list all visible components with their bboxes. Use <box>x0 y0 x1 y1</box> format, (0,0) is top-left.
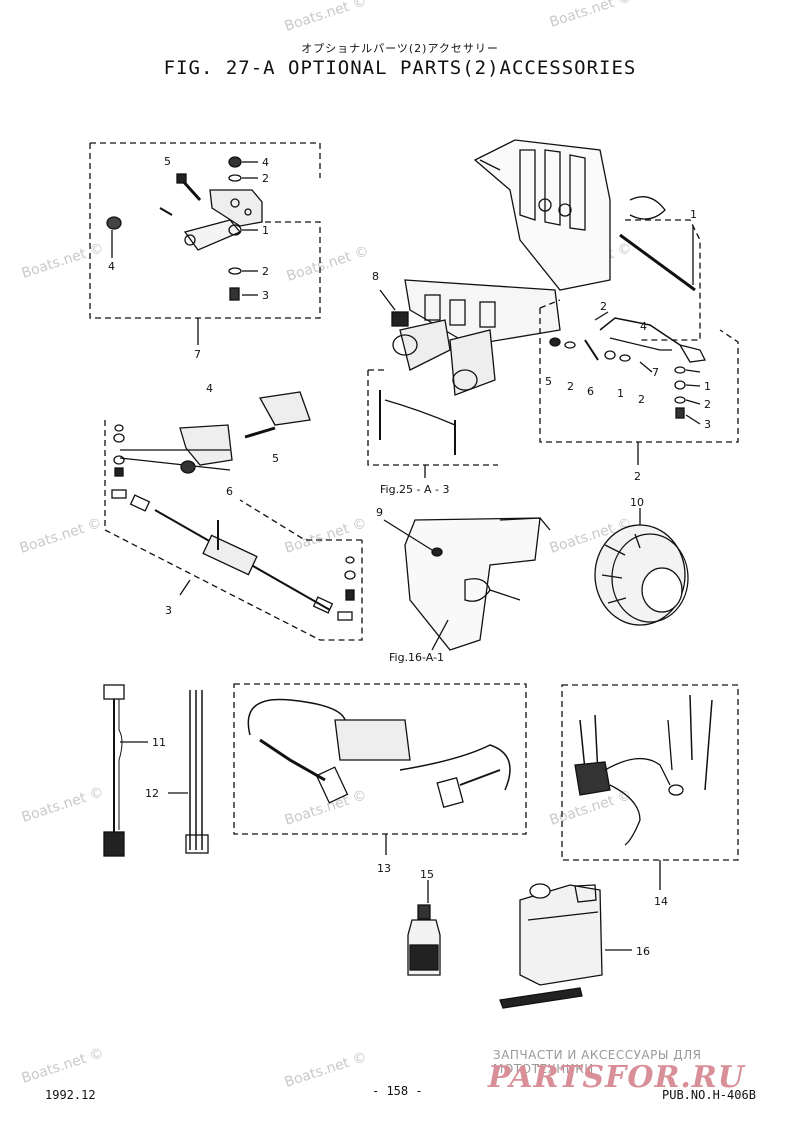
callout-2: 2 <box>262 172 269 185</box>
group-3-box <box>104 420 363 641</box>
callout-5: 5 <box>164 155 171 168</box>
callout-1: 1 <box>617 387 624 400</box>
callout-4: 4 <box>108 260 115 273</box>
page-title-japanese: オプショナルパーツ(2)アクセサリー <box>301 42 499 55</box>
item-16-jug <box>499 883 603 1009</box>
callout-16: 16 <box>636 945 650 958</box>
callout-2: 2 <box>634 470 641 483</box>
callout-6: 6 <box>587 385 594 398</box>
callout-10: 10 <box>630 496 644 509</box>
partsfor-logo: PARTSFOR.RU <box>488 1060 745 1095</box>
callout-3: 3 <box>704 418 711 431</box>
reference-fig25: Fig.25 - A - 3 <box>380 483 450 496</box>
callout-12: 12 <box>145 787 159 800</box>
callout-2: 2 <box>638 393 645 406</box>
callout-3: 3 <box>262 289 269 302</box>
callout-1: 1 <box>262 224 269 237</box>
callout-4: 4 <box>640 320 647 333</box>
item-11-harness <box>103 684 148 857</box>
callout-8: 8 <box>372 270 379 283</box>
item-15-bottle <box>407 904 441 976</box>
callout-5: 5 <box>272 452 279 465</box>
callout-1: 1 <box>690 208 697 221</box>
callout-4: 4 <box>206 382 213 395</box>
footer-date: 1992.12 <box>45 1088 96 1102</box>
callout-1: 1 <box>704 380 711 393</box>
group-7-box <box>89 142 321 319</box>
reference-fig16: Fig.16-A-1 <box>389 651 445 664</box>
callout-labels: 5 4 2 1 2 3 4 7 1 8 2 4 5 2 6 1 2 7 1 2 … <box>108 155 711 958</box>
callout-13: 13 <box>377 862 391 875</box>
callout-2: 2 <box>600 300 607 313</box>
callout-2: 2 <box>567 380 574 393</box>
item-12-harness <box>168 690 209 854</box>
group-14-box <box>561 684 739 861</box>
callout-2: 2 <box>262 265 269 278</box>
footer-pub-number: PUB.NO.H-406B <box>662 1088 756 1102</box>
group-13-box <box>233 683 527 835</box>
callout-9: 9 <box>376 506 383 519</box>
callout-7: 7 <box>652 366 659 379</box>
callout-3: 3 <box>165 604 172 617</box>
callout-15: 15 <box>420 868 434 881</box>
callout-2: 2 <box>704 398 711 411</box>
item-10-hub <box>594 524 689 626</box>
footer-banner: ЗАПЧАСТИ И АКСЕССУАРЫ ДЛЯ МОТОТЕХНИКИ <box>493 1048 702 1076</box>
page-title: FIG. 27-A OPTIONAL PARTS(2)ACCESSORIES <box>163 57 637 79</box>
callout-11: 11 <box>152 736 166 749</box>
callout-14: 14 <box>654 895 668 908</box>
footer-page-number: - 158 - <box>372 1084 423 1098</box>
callout-4: 4 <box>262 156 269 169</box>
callout-5: 5 <box>545 375 552 388</box>
callout-6: 6 <box>226 485 233 498</box>
fig25-box <box>367 369 498 466</box>
callout-7: 7 <box>194 348 201 361</box>
group-1-box <box>625 219 701 341</box>
group-2-box <box>539 299 739 443</box>
